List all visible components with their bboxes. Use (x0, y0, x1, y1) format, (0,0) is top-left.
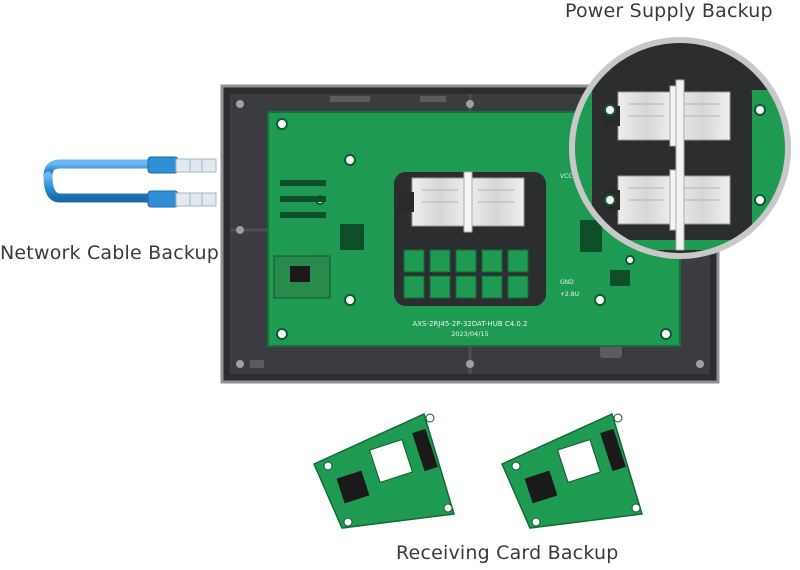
pcb-model-text: AXS-2RJ45-2P-32DAT-HUB C4.0.2 (412, 320, 527, 328)
receiving-card-left (313, 412, 455, 529)
rj45-plug-bottom (147, 190, 217, 208)
receiving-card-backup-label: Receiving Card Backup (396, 542, 619, 564)
rj45-plug-top (147, 156, 217, 174)
power-supply-backup-label: Power Supply Backup (565, 0, 773, 22)
pcb-28u-text: +2.8U (560, 291, 579, 298)
network-cables (43, 156, 217, 208)
receiving-card-right (501, 412, 643, 529)
pcb-date-text: 2023/04/15 (451, 330, 488, 338)
network-cable-backup-label: Network Cable Backup (0, 242, 219, 264)
pcb-gnd-text: GND (560, 279, 574, 286)
pcb-vcc-text: VCC (560, 173, 572, 180)
power-supply-magnifier: AXS-2RJ45-2P-32DAT-HUB C4.0.2 2023/04/15 (569, 37, 791, 259)
